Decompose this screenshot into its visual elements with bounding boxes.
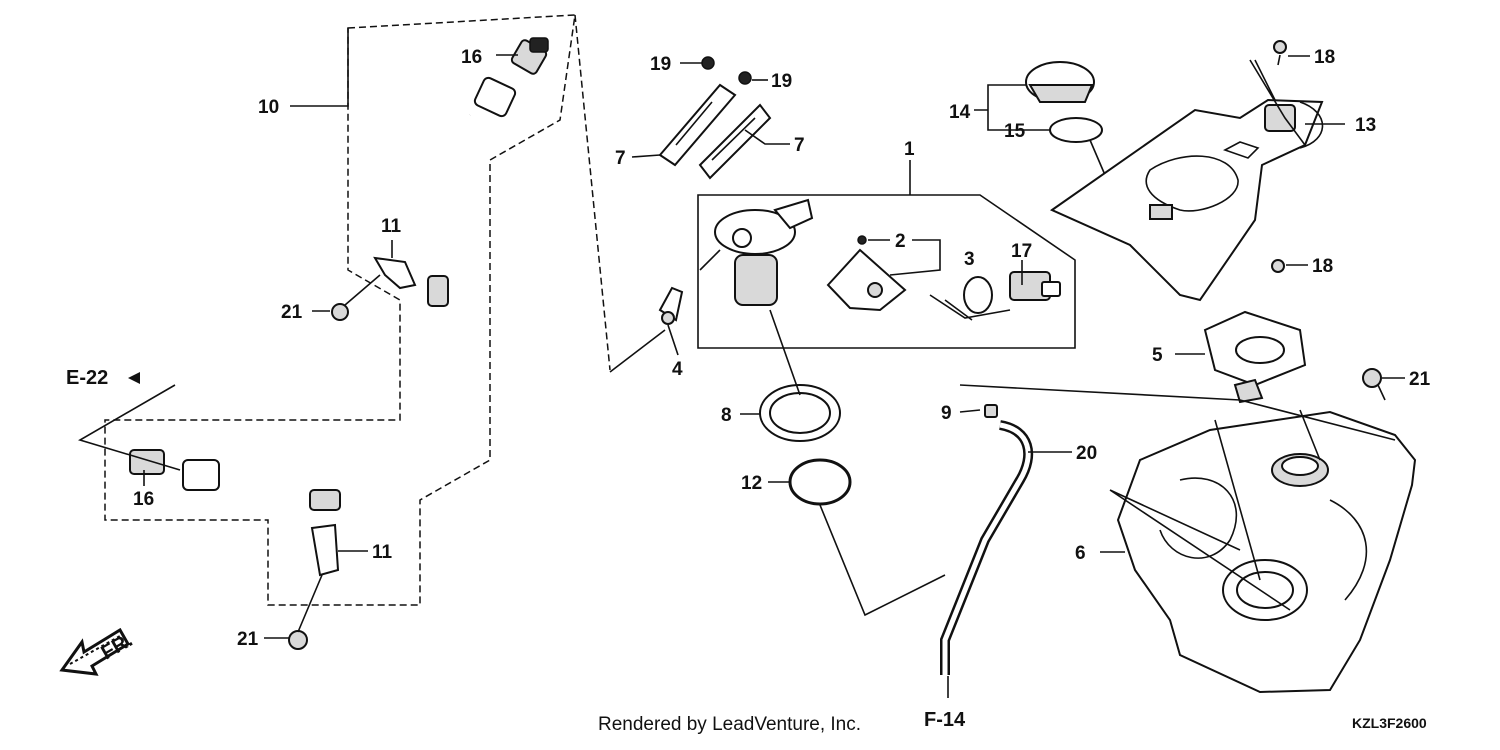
drain-tube-20: [940, 420, 1034, 698]
hose-joint-4: [609, 286, 684, 373]
e22-arrow: [128, 372, 140, 384]
o-ring-12: [788, 458, 852, 506]
fuel-pump-unit: [699, 198, 814, 306]
nut-19a: [701, 56, 715, 70]
callout-15: 15: [1004, 121, 1026, 142]
callout-19-left: 19: [650, 54, 671, 75]
callout-18-top: 18: [1314, 47, 1335, 68]
callout-17: 17: [1011, 241, 1032, 262]
footer-credit: Rendered by LeadVenture, Inc.: [598, 714, 861, 735]
callout-7-right: 7: [794, 135, 805, 156]
setting-plate-7b: [698, 103, 772, 180]
callout-21-upper: 21: [281, 302, 303, 323]
callout-1: 1: [904, 139, 915, 160]
clamp-9: [984, 404, 998, 418]
callout-19-right: 19: [771, 71, 792, 92]
callout-13: 13: [1355, 115, 1376, 136]
packing-8: [759, 384, 841, 442]
callout-3: 3: [964, 249, 975, 270]
callout-18-mid: 18: [1312, 256, 1333, 277]
fuel-hose-assembly: [129, 37, 549, 511]
callout-leader-lines: [77, 28, 1405, 639]
callout-11-lower: 11: [372, 542, 393, 563]
callout-10: 10: [258, 97, 279, 118]
callout-16-lower: 16: [133, 489, 154, 510]
hose-clip-upper: [373, 256, 417, 290]
callout-11-upper: 11: [381, 216, 402, 237]
leader-tank-lines: [959, 384, 1396, 611]
callout-4: 4: [672, 359, 683, 380]
callout-14: 14: [949, 102, 971, 123]
callout-8: 8: [721, 405, 732, 426]
callout-7-left: 7: [615, 148, 626, 169]
ref-e22: E-22: [66, 367, 108, 389]
ref-f14: F-14: [924, 709, 966, 731]
setting-plate-7a: [658, 83, 737, 167]
callout-20: 20: [1076, 443, 1097, 464]
fuel-filler-cap: [1025, 61, 1103, 143]
nut-19b: [738, 71, 752, 85]
callout-21-tank: 21: [1409, 369, 1431, 390]
callout-21-lower: 21: [237, 629, 259, 650]
filler-neck-seal-5: [1203, 310, 1307, 404]
fuel-tank-6: [1116, 410, 1417, 694]
leader-pump-to-tank: [769, 309, 946, 617]
callout-5: 5: [1152, 345, 1163, 366]
front-direction-arrow: [59, 627, 131, 676]
hose-clip-lower: [310, 523, 340, 577]
fuel-pump-assembly-box: [697, 160, 1076, 349]
callout-6: 6: [1075, 543, 1086, 564]
bolt-21-lower: [288, 574, 323, 650]
pump-connector-wire: [929, 271, 1061, 321]
callout-16-upper: 16: [461, 47, 482, 68]
bolt-21-tank: [1362, 368, 1386, 401]
diagram-code: KZL3F2600: [1352, 715, 1427, 731]
fuel-level-sensor: [826, 235, 907, 312]
screw-18-mid: [1271, 259, 1285, 273]
bolt-21-upper: [331, 274, 381, 321]
screw-18-top: [1273, 40, 1287, 66]
callout-2: 2: [895, 231, 906, 252]
center-cover-13: [1049, 98, 1324, 302]
leader-cap-to-cover: [1089, 139, 1106, 176]
dashed-group-outlines: [104, 14, 611, 606]
callout-12: 12: [741, 473, 762, 494]
callout-9: 9: [941, 403, 952, 424]
